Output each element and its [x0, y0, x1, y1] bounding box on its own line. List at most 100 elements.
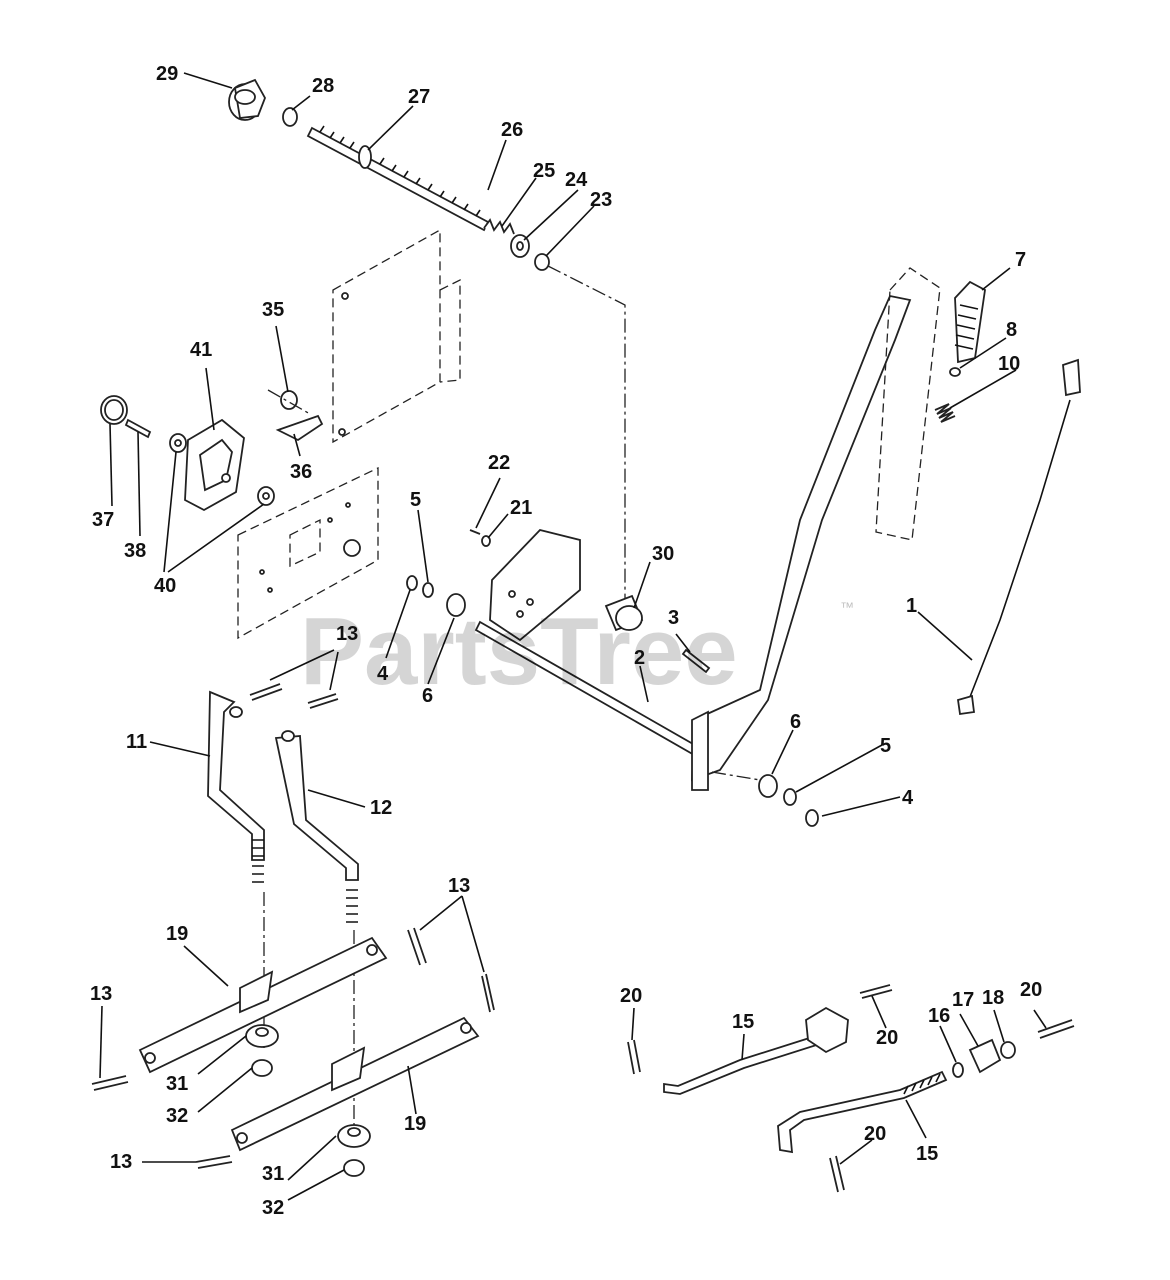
bolt-38 [124, 418, 152, 439]
lever-sleeve [875, 267, 941, 541]
washer-4-right [805, 809, 819, 827]
hairpin-20-c [1037, 1019, 1075, 1039]
callout-37: 37 [92, 509, 114, 531]
bushing-6-left [446, 593, 466, 617]
callout-8: 8 [1006, 319, 1017, 341]
washer-16 [952, 1062, 964, 1078]
lift-link-11 [207, 690, 265, 883]
callout-32-a: 32 [166, 1105, 188, 1127]
callout-13-b: 13 [448, 875, 470, 897]
callout-3: 3 [668, 607, 679, 629]
spacer-37 [100, 395, 128, 425]
rod-15-lower [777, 1070, 948, 1154]
washer-35 [267, 389, 311, 415]
threaded-rod [306, 125, 490, 232]
hairpin-13-c [407, 927, 427, 966]
callout-13-d: 13 [110, 1151, 132, 1173]
hairpin-13-d [481, 973, 495, 1013]
callout-labels: 29 28 27 26 25 24 23 7 8 10 35 41 36 37 … [90, 63, 1042, 1219]
callout-15-lower: 15 [916, 1143, 938, 1165]
frame-plate [332, 228, 461, 444]
nut-18 [1000, 1041, 1016, 1059]
washer-4-left [406, 575, 418, 591]
callout-30: 30 [652, 543, 674, 565]
callout-1: 1 [906, 595, 917, 617]
bushing-31-b [337, 1124, 371, 1148]
mount-plate [237, 466, 379, 640]
washer-5-right [783, 788, 797, 806]
lift-arm-19-lower [230, 1016, 480, 1152]
spring-7 [954, 280, 986, 364]
callout-24: 24 [565, 169, 588, 191]
washer-40-lower [257, 486, 275, 506]
callout-25: 25 [533, 160, 555, 182]
callout-20-d: 20 [864, 1123, 886, 1145]
watermark-text: PartsTree [300, 598, 738, 705]
washer-40-upper [169, 433, 187, 453]
callout-23: 23 [590, 189, 612, 211]
callout-7: 7 [1015, 249, 1026, 271]
callout-38: 38 [124, 540, 146, 562]
spring-25 [483, 218, 515, 235]
callout-16: 16 [928, 1005, 950, 1027]
hairpin-13-f [195, 1155, 233, 1169]
spring-10 [934, 403, 956, 423]
lift-arm-19-upper [138, 936, 388, 1074]
rod-15-upper [663, 1006, 849, 1095]
callout-20-b: 20 [876, 1027, 898, 1049]
cable-1 [956, 358, 1081, 716]
callout-5-left: 5 [410, 489, 421, 511]
watermark-trademark: ™ [840, 599, 854, 615]
washer-28 [282, 107, 298, 127]
nut-23 [534, 253, 550, 271]
callout-19-upper: 19 [166, 923, 188, 945]
callout-20-a: 20 [620, 985, 642, 1007]
callout-6-left: 6 [422, 685, 433, 707]
callout-21: 21 [510, 497, 532, 519]
washer-21 [481, 535, 491, 547]
lift-link-12 [274, 730, 359, 923]
callout-35: 35 [262, 299, 284, 321]
bushing-6-right [758, 774, 778, 798]
callout-22: 22 [488, 452, 510, 474]
callout-31-a: 31 [166, 1073, 188, 1095]
pivot-bracket-41 [184, 418, 245, 512]
callout-19-lower: 19 [404, 1113, 426, 1135]
callout-40: 40 [154, 575, 176, 597]
hairpin-13-a [249, 683, 283, 701]
callout-29: 29 [156, 63, 178, 85]
callout-2: 2 [634, 647, 645, 669]
callout-27: 27 [408, 86, 430, 108]
callout-26: 26 [501, 119, 523, 141]
nut-32-b [343, 1159, 365, 1177]
callout-28: 28 [312, 75, 334, 97]
lift-lever [691, 294, 912, 791]
callout-12: 12 [370, 797, 392, 819]
adjustment-knob [228, 78, 266, 121]
hairpin-13-b [307, 693, 339, 709]
clip-36 [275, 414, 324, 442]
hairpin-20-a [627, 1039, 641, 1075]
callout-15-upper: 15 [732, 1011, 754, 1033]
callout-4-right: 4 [902, 787, 914, 809]
callout-13-a: 13 [336, 623, 358, 645]
callout-18: 18 [982, 987, 1004, 1009]
pin-22 [469, 529, 481, 535]
callout-11: 11 [126, 731, 147, 753]
callout-17: 17 [952, 989, 974, 1011]
nut-32-a [251, 1059, 273, 1077]
hairpin-20-b [859, 984, 893, 999]
shaft-arm-plate [489, 529, 581, 642]
hairpin-20-d [829, 1155, 845, 1193]
leader-lines [99, 72, 1047, 1201]
callout-6-right: 6 [790, 711, 801, 733]
callout-20-c: 20 [1020, 979, 1042, 1001]
callout-5-right: 5 [880, 735, 891, 757]
callout-41: 41 [190, 339, 212, 361]
trunnion-30 [604, 594, 644, 632]
callout-32-b: 32 [262, 1197, 284, 1219]
callout-10: 10 [998, 353, 1020, 375]
callout-13-c: 13 [90, 983, 112, 1005]
trunnion-17 [968, 1038, 1002, 1074]
